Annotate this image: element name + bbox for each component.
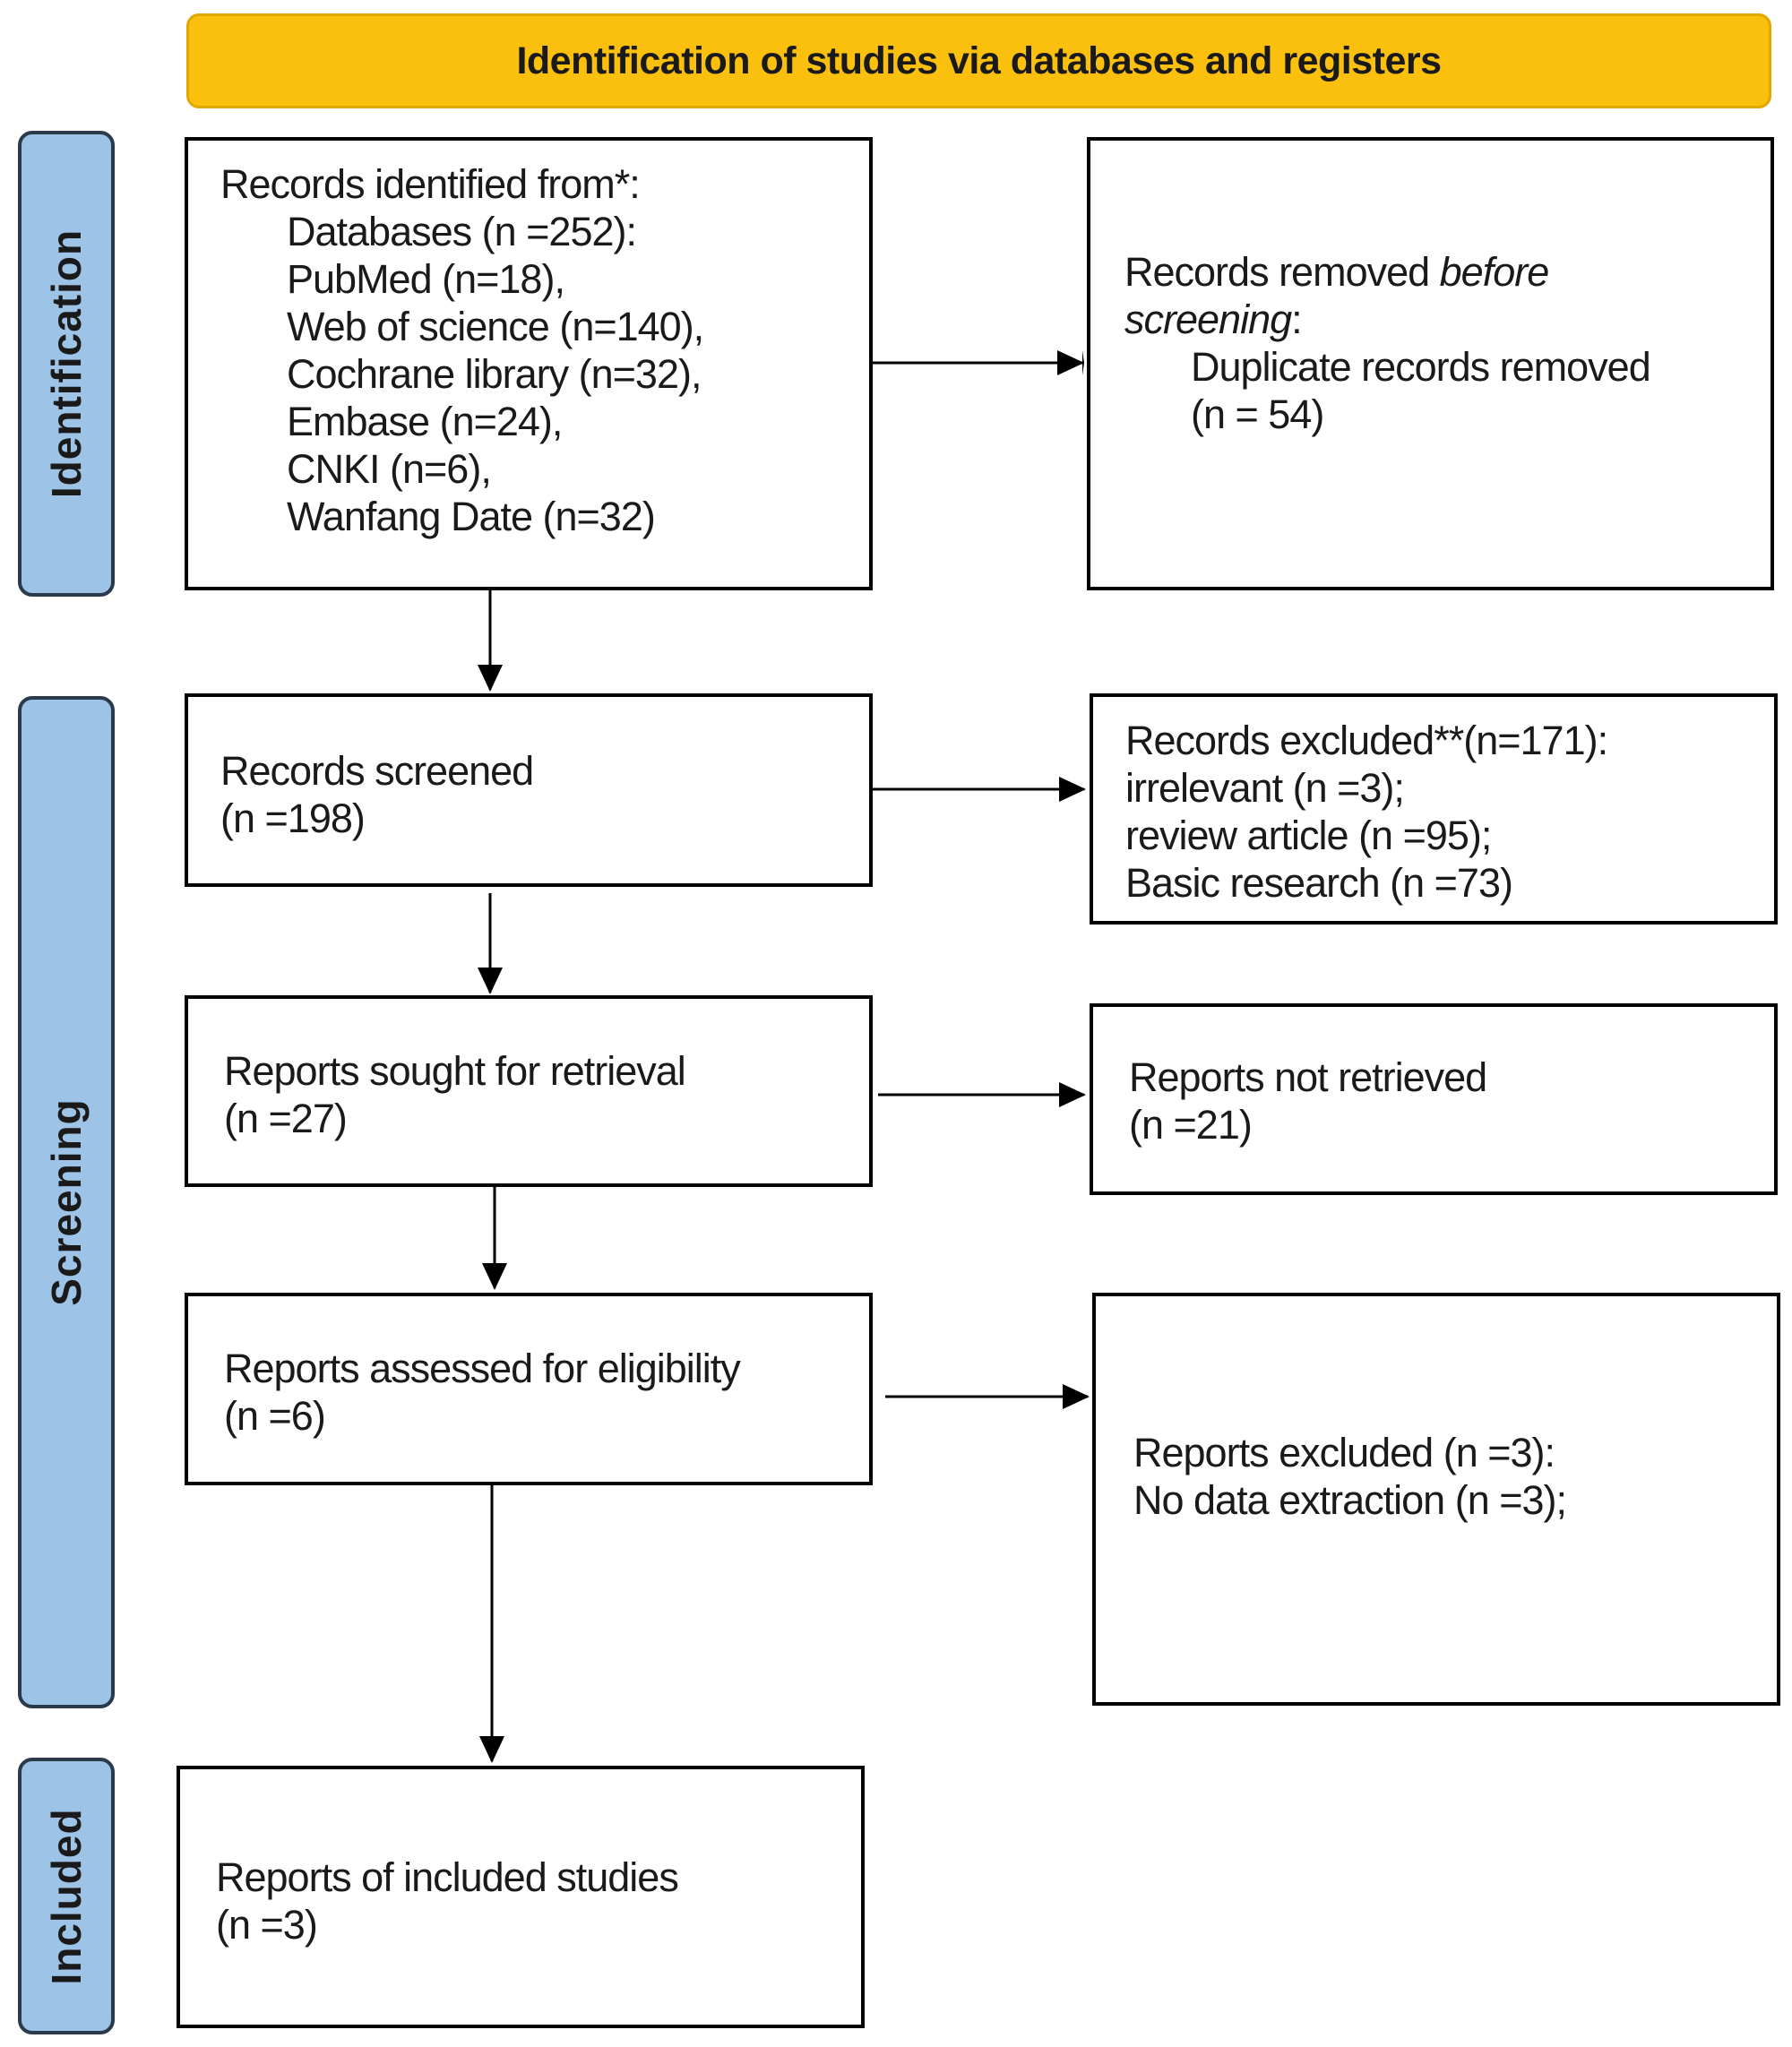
box-line: Cochrane library (n=32), [287, 351, 702, 397]
box-line: (n =6) [224, 1393, 326, 1439]
box-line: Records excluded**(n=171): [1125, 718, 1608, 763]
box-line: (n =21) [1129, 1102, 1253, 1148]
box-line: Basic research (n =73) [1125, 860, 1513, 906]
box-title: Records removed before [1124, 249, 1549, 295]
box-line: Reports excluded (n =3): [1133, 1430, 1555, 1475]
box-line: Reports of included studies [216, 1854, 679, 1900]
box-line: Duplicate records removed [1191, 344, 1651, 390]
reports-not-retrieved-box: Reports not retrieved (n =21) [1090, 1003, 1778, 1195]
box-title-cont: screening: [1124, 297, 1303, 342]
records-removed-box: Records removed before screening: Duplic… [1087, 137, 1774, 590]
box-line: PubMed (n=18), [287, 256, 565, 302]
box-line: Records screened [220, 748, 534, 794]
reports-excluded-box: Reports excluded (n =3): No data extract… [1092, 1293, 1780, 1706]
box-line: Reports assessed for eligibility [224, 1346, 741, 1391]
box-line: irrelevant (n =3); [1125, 765, 1405, 811]
phase-screening: Screening [18, 696, 115, 1708]
box-line: (n =3) [216, 1902, 318, 1948]
box-line: Reports sought for retrieval [224, 1048, 686, 1094]
phase-included: Included [18, 1758, 115, 2034]
box-line: No data extraction (n =3); [1133, 1477, 1567, 1523]
box-line: Web of science (n=140), [287, 304, 704, 349]
box-line: (n = 54) [1191, 391, 1324, 437]
reports-sought-box: Reports sought for retrieval (n =27) [185, 995, 873, 1187]
box-line: (n =27) [224, 1096, 348, 1141]
box-line: (n =198) [220, 796, 366, 841]
included-studies-box: Reports of included studies (n =3) [177, 1766, 865, 2028]
records-screened-box: Records screened (n =198) [185, 693, 873, 887]
reports-assessed-box: Reports assessed for eligibility (n =6) [185, 1293, 873, 1485]
box-line: CNKI (n=6), [287, 446, 492, 492]
phase-identification: Identification [18, 131, 115, 597]
box-line: Databases (n =252): [287, 209, 637, 254]
box-title: Records identified from*: [220, 161, 641, 207]
box-line: review article (n =95); [1125, 813, 1492, 858]
box-line: Wanfang Date (n=32) [287, 494, 656, 539]
records-identified-box: Records identified from*: Databases (n =… [185, 137, 873, 590]
header-title: Identification of studies via databases … [516, 39, 1442, 82]
records-excluded-box: Records excluded**(n=171): irrelevant (n… [1090, 693, 1778, 925]
box-line: Reports not retrieved [1129, 1054, 1487, 1100]
header-banner: Identification of studies via databases … [186, 13, 1771, 108]
box-line: Embase (n=24), [287, 399, 563, 444]
